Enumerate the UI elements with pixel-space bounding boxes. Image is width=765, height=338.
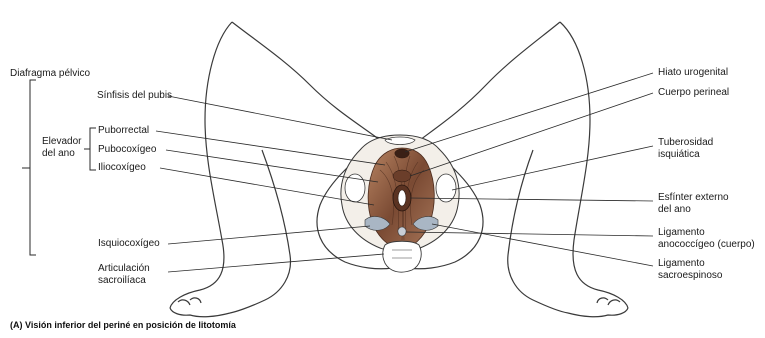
right-thigh-lower bbox=[508, 150, 568, 313]
label-esfinter-line1: Esfínter externo bbox=[658, 192, 729, 204]
right-leg-outer bbox=[560, 22, 628, 308]
leader-hiato bbox=[405, 73, 653, 152]
label-esfinter-externo: Esfínter externo del ano bbox=[658, 192, 729, 216]
label-articulacion-sacroiliaca: Articulación sacroilíaca bbox=[98, 263, 150, 287]
label-elevador-ano: Elevador del ano bbox=[42, 136, 81, 160]
leader-cuerpo bbox=[410, 93, 653, 176]
label-cuerpo-perineal: Cuerpo perineal bbox=[658, 87, 729, 99]
label-tuberosidad-isquiatica: Tuberosidad isquiática bbox=[658, 137, 713, 161]
pubic-symphysis bbox=[385, 137, 415, 145]
left-toes bbox=[178, 298, 201, 305]
anococcygeal-ligament bbox=[398, 227, 406, 236]
left-foot bbox=[170, 308, 230, 317]
label-elevador-line1: Elevador bbox=[42, 136, 81, 148]
label-hiato-urogenital: Hiato urogenital bbox=[658, 67, 728, 79]
diafragma-bracket bbox=[22, 80, 36, 255]
label-tuberosidad-line2: isquiática bbox=[658, 149, 713, 161]
label-articulacion-line2: sacroilíaca bbox=[98, 275, 150, 287]
label-anococcigeo-line2: anococcígeo (cuerpo) bbox=[658, 239, 755, 251]
label-diafragma-pelvico: Diafragma pélvico bbox=[10, 68, 90, 80]
left-thigh-lower bbox=[230, 150, 290, 313]
urogenital-hiatus bbox=[395, 149, 409, 158]
label-elevador-line2: del ano bbox=[42, 148, 81, 160]
label-ligamento-anococcigeo: Ligamento anococcígeo (cuerpo) bbox=[658, 227, 755, 251]
leader-isquiocoxigeo bbox=[168, 226, 370, 244]
label-tuberosidad-line1: Tuberosidad bbox=[658, 137, 713, 149]
label-anococcigeo-line1: Ligamento bbox=[658, 227, 755, 239]
label-sacroespinoso-line1: Ligamento bbox=[658, 258, 722, 270]
label-ligamento-sacroespinoso: Ligamento sacroespinoso bbox=[658, 258, 722, 282]
elevador-bracket bbox=[84, 128, 96, 170]
leader-articulacion bbox=[168, 254, 384, 272]
right-leg-inner bbox=[420, 22, 560, 140]
label-articulacion-line1: Articulación bbox=[98, 263, 150, 275]
perineum bbox=[341, 135, 459, 272]
label-esfinter-line2: del ano bbox=[658, 204, 729, 216]
leader-puborrectal bbox=[156, 131, 385, 165]
ischial-tuberosity-right bbox=[436, 174, 456, 202]
perineal-body bbox=[393, 170, 411, 182]
left-leg-outer bbox=[170, 22, 232, 308]
label-pubocoxigeo: Pubocoxígeo bbox=[98, 144, 156, 156]
right-toes bbox=[597, 298, 620, 305]
figure-caption: (A) Visión inferior del periné en posici… bbox=[10, 320, 236, 330]
anal-canal bbox=[398, 190, 406, 206]
leader-tuberosidad bbox=[452, 146, 653, 190]
label-puborrectal: Puborrectal bbox=[98, 125, 149, 137]
brackets bbox=[22, 80, 96, 255]
label-isquiocoxigeo: Isquiocoxígeo bbox=[98, 238, 160, 250]
label-iliocoxigeo: Iliocoxígeo bbox=[98, 162, 146, 174]
leader-sinfisis bbox=[168, 96, 392, 140]
label-sacroespinoso-line2: sacroespinoso bbox=[658, 270, 722, 282]
sacrum bbox=[383, 241, 421, 272]
left-leg-inner bbox=[232, 22, 380, 140]
label-sinfisis-pubis: Sínfisis del pubis bbox=[97, 90, 172, 102]
leader-sacroespinoso bbox=[432, 224, 653, 266]
right-foot bbox=[568, 308, 628, 317]
